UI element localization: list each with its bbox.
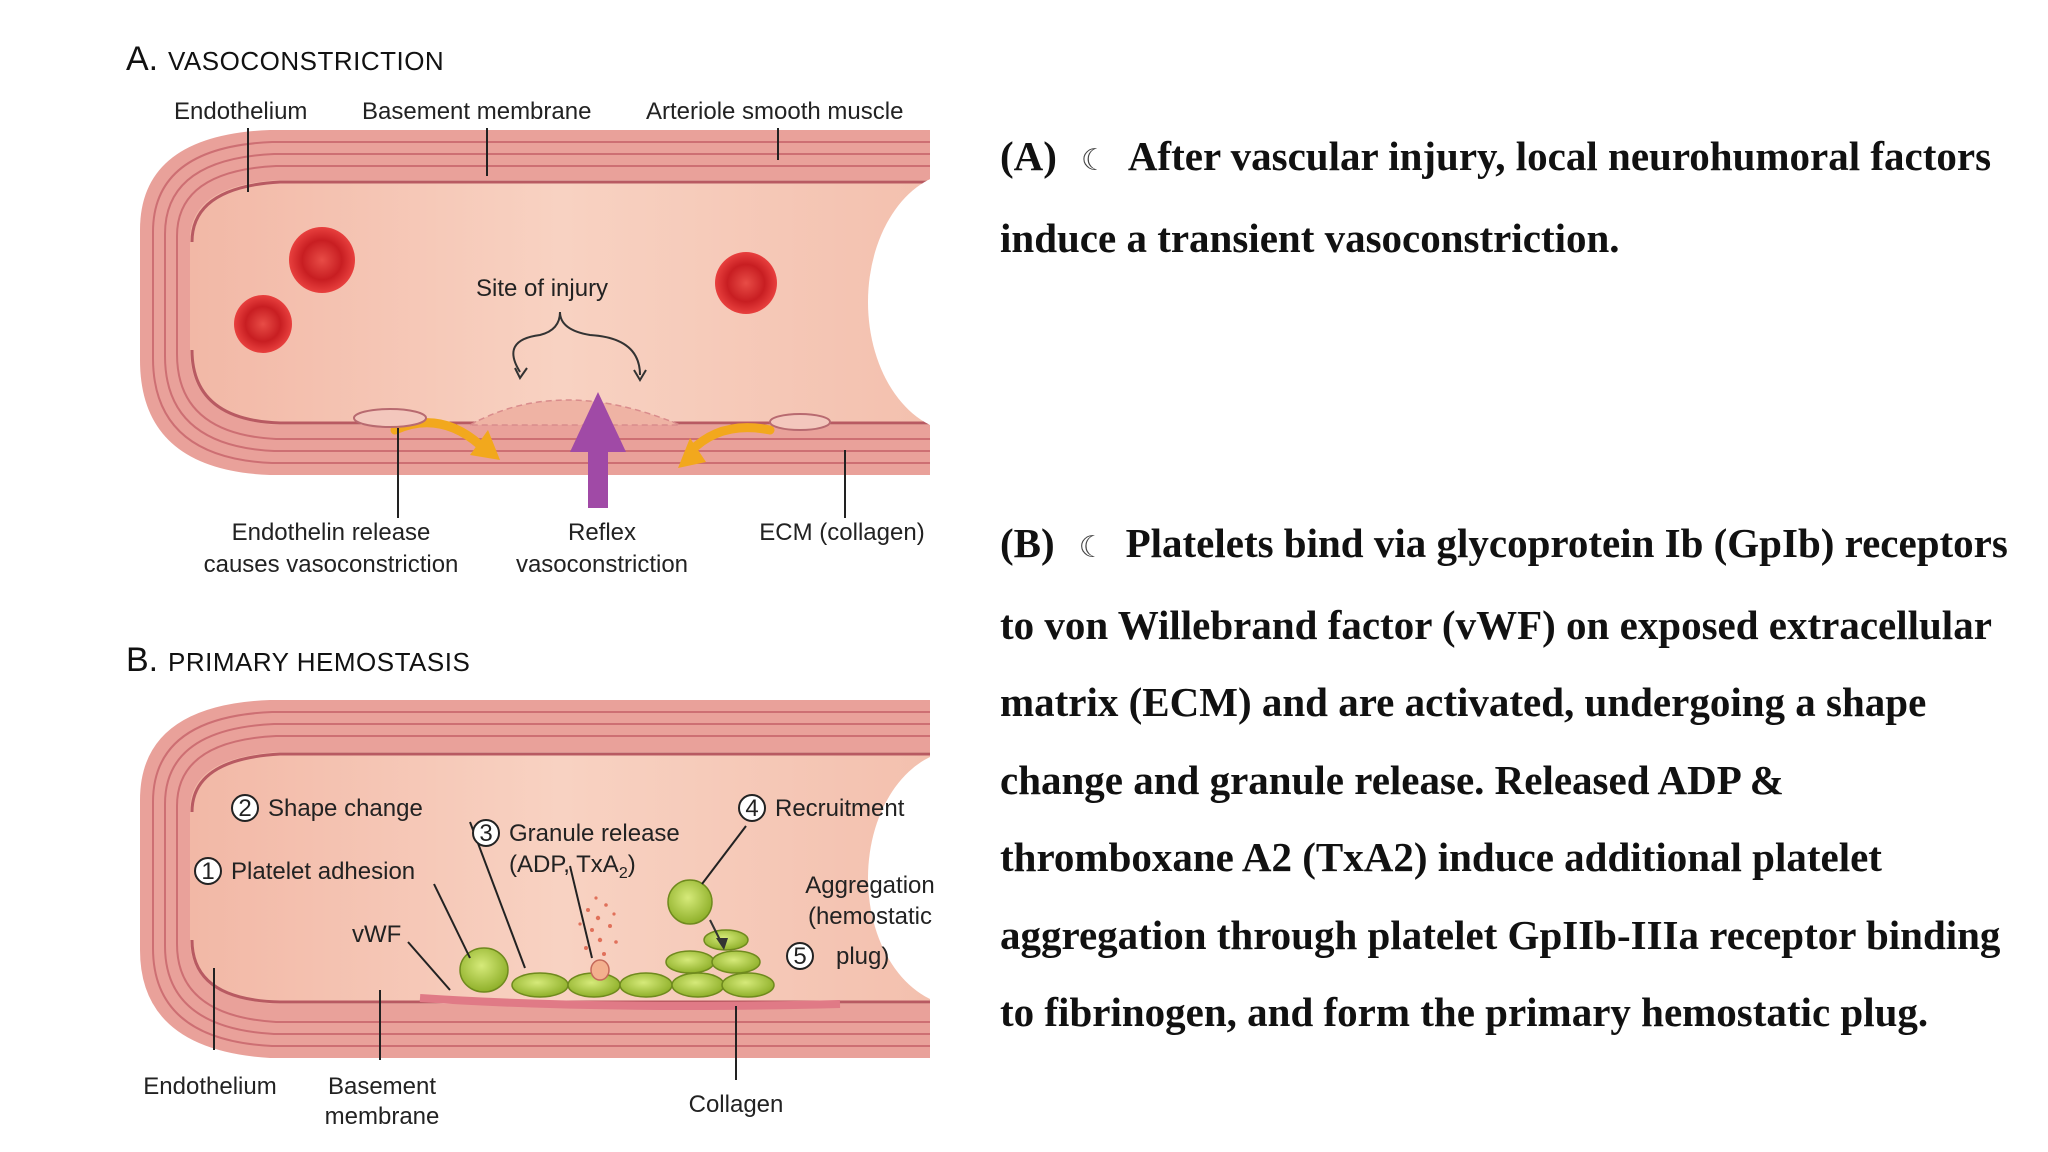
endothelin-arrow-left-head — [470, 430, 500, 460]
vessel-b-endothelium-top — [190, 752, 930, 813]
vessel-b-endothelium-bottom — [190, 939, 930, 1004]
rbc-3 — [715, 252, 777, 314]
panel-a-letter: A. — [126, 40, 158, 78]
endothelial-cell-2 — [769, 413, 831, 431]
basement-label-b2: membrane — [325, 1103, 440, 1130]
endothelium-label-a: Endothelium — [174, 98, 307, 125]
panel-b-title: PRIMARY HEMOSTASIS — [168, 647, 470, 677]
panel-b: B. PRIMARY HEMOSTASIS — [126, 641, 960, 1130]
vwf-label: vWF — [352, 921, 401, 948]
platelet-4 — [619, 972, 673, 998]
brace-arrow-right — [633, 369, 647, 382]
endothelin-arrow-right-head — [678, 438, 706, 468]
granule-release-sub: (ADP, TxA2) — [509, 851, 636, 882]
granule-leader — [569, 865, 593, 959]
step-1-marker: 1 — [194, 857, 222, 885]
svg-text:2: 2 — [238, 795, 251, 822]
platelet-recruited — [667, 879, 713, 925]
exposed-collagen — [419, 994, 841, 1010]
paragraph-b-tag: (B) — [1000, 520, 1055, 566]
site-of-injury-label: Site of injury — [476, 275, 608, 302]
panel-a: A. VASOCONSTRICTION Site of injury — [126, 40, 960, 578]
endothelin-label-1: Endothelin release — [232, 519, 431, 546]
svg-text:1: 1 — [201, 858, 214, 885]
paragraph-b: (B) ☾Platelets bind via glycoprotein Ib (… — [1000, 505, 2020, 1052]
shape-change-label: Shape change — [268, 795, 423, 822]
platelet-6 — [721, 972, 775, 998]
step-3-marker: 3 — [472, 819, 500, 847]
paragraph-b-body: Platelets bind via glycoprotein Ib (GpIb… — [1000, 520, 2008, 1035]
vessel-a-opening — [868, 172, 960, 432]
moon-icon: ☾ — [1080, 144, 1108, 177]
basement-membrane-label-a: Basement membrane — [362, 98, 591, 125]
svg-text:3: 3 — [479, 820, 492, 847]
injury-site — [467, 399, 681, 426]
shape-change-leader — [469, 821, 526, 969]
recruitment-leader — [701, 825, 747, 885]
platelet-adhesion-label: Platelet adhesion — [231, 858, 415, 885]
paragraph-a: (A) ☾After vascular injury, local neurohu… — [1000, 118, 2020, 277]
recruitment-label: Recruitment — [775, 795, 905, 822]
vessel-a-wall-stripes — [152, 141, 930, 464]
vessel-a-endothelium-bottom — [190, 349, 930, 425]
injury-brace — [512, 311, 641, 376]
plug-label: plug) — [836, 943, 889, 970]
paragraph-a-body: After vascular injury, local neurohumora… — [1000, 133, 1992, 261]
red-blood-cells — [234, 227, 777, 353]
rbc-2 — [234, 295, 292, 353]
endothelin-label-2: causes vasoconstriction — [204, 551, 459, 578]
platelet-8 — [711, 950, 761, 974]
platelet-plug — [459, 879, 775, 998]
reflex-arrow-head — [570, 392, 626, 452]
vessel-a-lumen — [190, 180, 930, 425]
collagen-label: Collagen — [689, 1091, 784, 1118]
endothelial-cell-1 — [353, 408, 427, 428]
platelet-7 — [665, 950, 715, 974]
step-2-marker: 2 — [231, 794, 259, 822]
granule-cell — [590, 959, 610, 981]
paragraph-a-tag: (A) — [1000, 133, 1057, 179]
panel-b-letter: B. — [126, 641, 158, 679]
hemostatic-label: (hemostatic — [808, 903, 932, 930]
moon-icon: ☾ — [1078, 531, 1106, 564]
platelet-shape-change — [511, 972, 569, 998]
step-4-marker: 4 — [738, 794, 766, 822]
reflex-arrow-shaft — [588, 440, 608, 508]
endothelin-arrow-right — [685, 423, 775, 457]
granule-release-label: Granule release — [509, 820, 680, 847]
basement-label-b1: Basement — [328, 1073, 436, 1100]
reflex-label-2: vasoconstriction — [516, 551, 688, 578]
smooth-muscle-label: Arteriole smooth muscle — [646, 98, 903, 125]
svg-text:5: 5 — [793, 943, 806, 970]
endothelium-label-b: Endothelium — [143, 1073, 276, 1100]
reflex-label-1: Reflex — [568, 519, 636, 546]
vessel-a-endothelium-top — [190, 180, 930, 243]
svg-text:4: 4 — [745, 795, 758, 822]
platelet-adhered — [459, 947, 509, 993]
vessel-b-opening — [868, 750, 960, 1006]
adhesion-leader — [433, 883, 471, 959]
aggregation-label: Aggregation — [805, 872, 934, 899]
hemostasis-diagram: A. VASOCONSTRICTION Site of injury — [0, 0, 960, 1152]
rbc-1 — [289, 227, 355, 293]
granule-dots — [578, 896, 618, 956]
diagram-svg: A. VASOCONSTRICTION Site of injury — [126, 40, 960, 1130]
brace-arrow-left — [514, 367, 528, 380]
ecm-label: ECM (collagen) — [759, 519, 924, 546]
vessel-b-wall-stripes — [152, 711, 930, 1047]
vwf-leader — [407, 941, 451, 991]
platelet-5 — [671, 972, 725, 998]
recruitment-arrow-head — [716, 938, 728, 950]
step-5-marker: 5 — [786, 942, 814, 970]
panel-a-title: VASOCONSTRICTION — [168, 46, 444, 76]
explanation-panel: (A)☾After vascular injury, local neurohu… — [1000, 0, 2030, 1152]
